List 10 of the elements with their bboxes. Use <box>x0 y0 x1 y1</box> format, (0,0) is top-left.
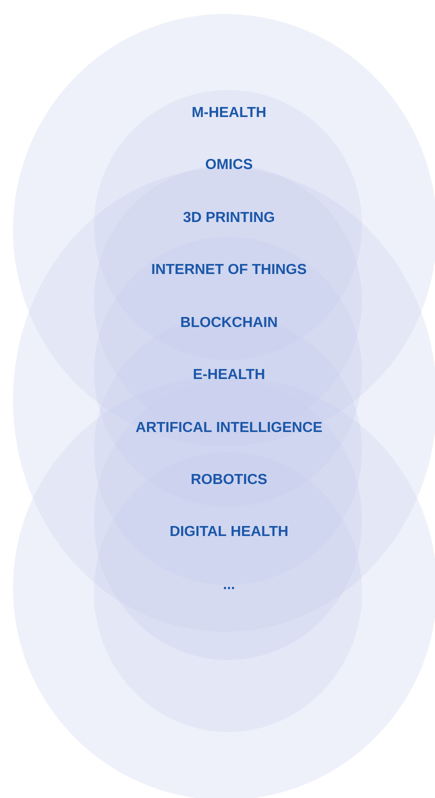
label: ARTIFICAL INTELLIGENCE <box>136 422 322 432</box>
label: OMICS <box>206 158 252 170</box>
label: INTERNET OF THINGS <box>152 264 306 274</box>
label: E-HEALTH <box>194 369 264 379</box>
label: BLOCKCHAIN <box>181 316 277 328</box>
label: 3D PRINTING <box>183 212 274 222</box>
label: M-HEALTH <box>192 107 266 117</box>
label: ... <box>224 586 234 590</box>
label: DIGITAL HEALTH <box>170 526 288 536</box>
label: ROBOTICS <box>192 474 267 484</box>
